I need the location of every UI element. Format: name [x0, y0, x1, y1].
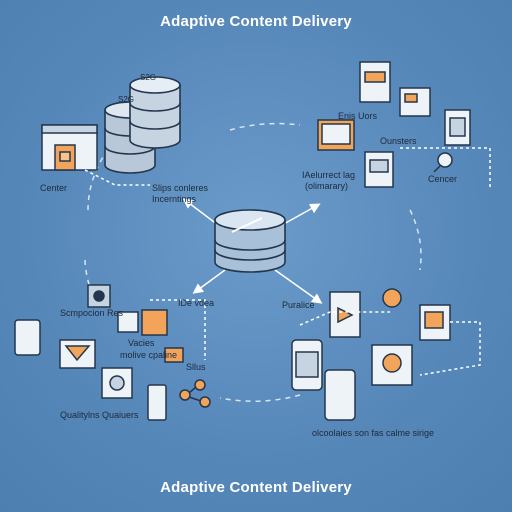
diagram-title-top: Adaptive Content Delivery	[160, 13, 352, 30]
storage-badge-side: S2G	[118, 95, 135, 104]
label-monitor-caption-2: (olimarary)	[305, 181, 349, 191]
label-center-left: Center	[40, 183, 68, 193]
storage-badge-top: S2G	[140, 73, 157, 82]
label-bottom-left-6: Qualitylns Quaiuers	[60, 410, 139, 420]
diagram-title-bottom: Adaptive Content Delivery	[160, 479, 352, 496]
label-monitor-caption-1: IAelurrect lag	[302, 170, 356, 180]
top-right-devices	[317, 61, 491, 190]
label-bottom-left-2: Vacies	[128, 338, 155, 348]
label-bottom-left-5: Sllus	[186, 362, 206, 372]
label-bottom-right-2: olcoolaies son fas calme sirige	[312, 428, 435, 438]
label-storage-caption-1: Slips conleres	[152, 183, 209, 193]
label-storage-caption-2: Incerntings	[152, 194, 197, 204]
label-bottom-right-1: Puralice	[282, 300, 315, 310]
server-stack	[104, 76, 181, 174]
label-top-right-2: Ounsters	[380, 136, 417, 146]
label-top-right-3: Cencer	[428, 174, 458, 184]
central-hub-database	[214, 209, 286, 273]
center-panel	[41, 124, 150, 186]
label-bottom-left-3: molive cpaline	[120, 350, 178, 360]
label-top-right-1: Enis Uors	[338, 111, 378, 121]
label-bottom-left-1: Scmpocion Res	[60, 308, 124, 318]
bottom-right-devices	[291, 288, 481, 421]
hub-connectors	[182, 198, 323, 304]
label-bottom-left-4: IDe vdea	[178, 298, 215, 308]
bottom-left-devices	[14, 284, 211, 421]
